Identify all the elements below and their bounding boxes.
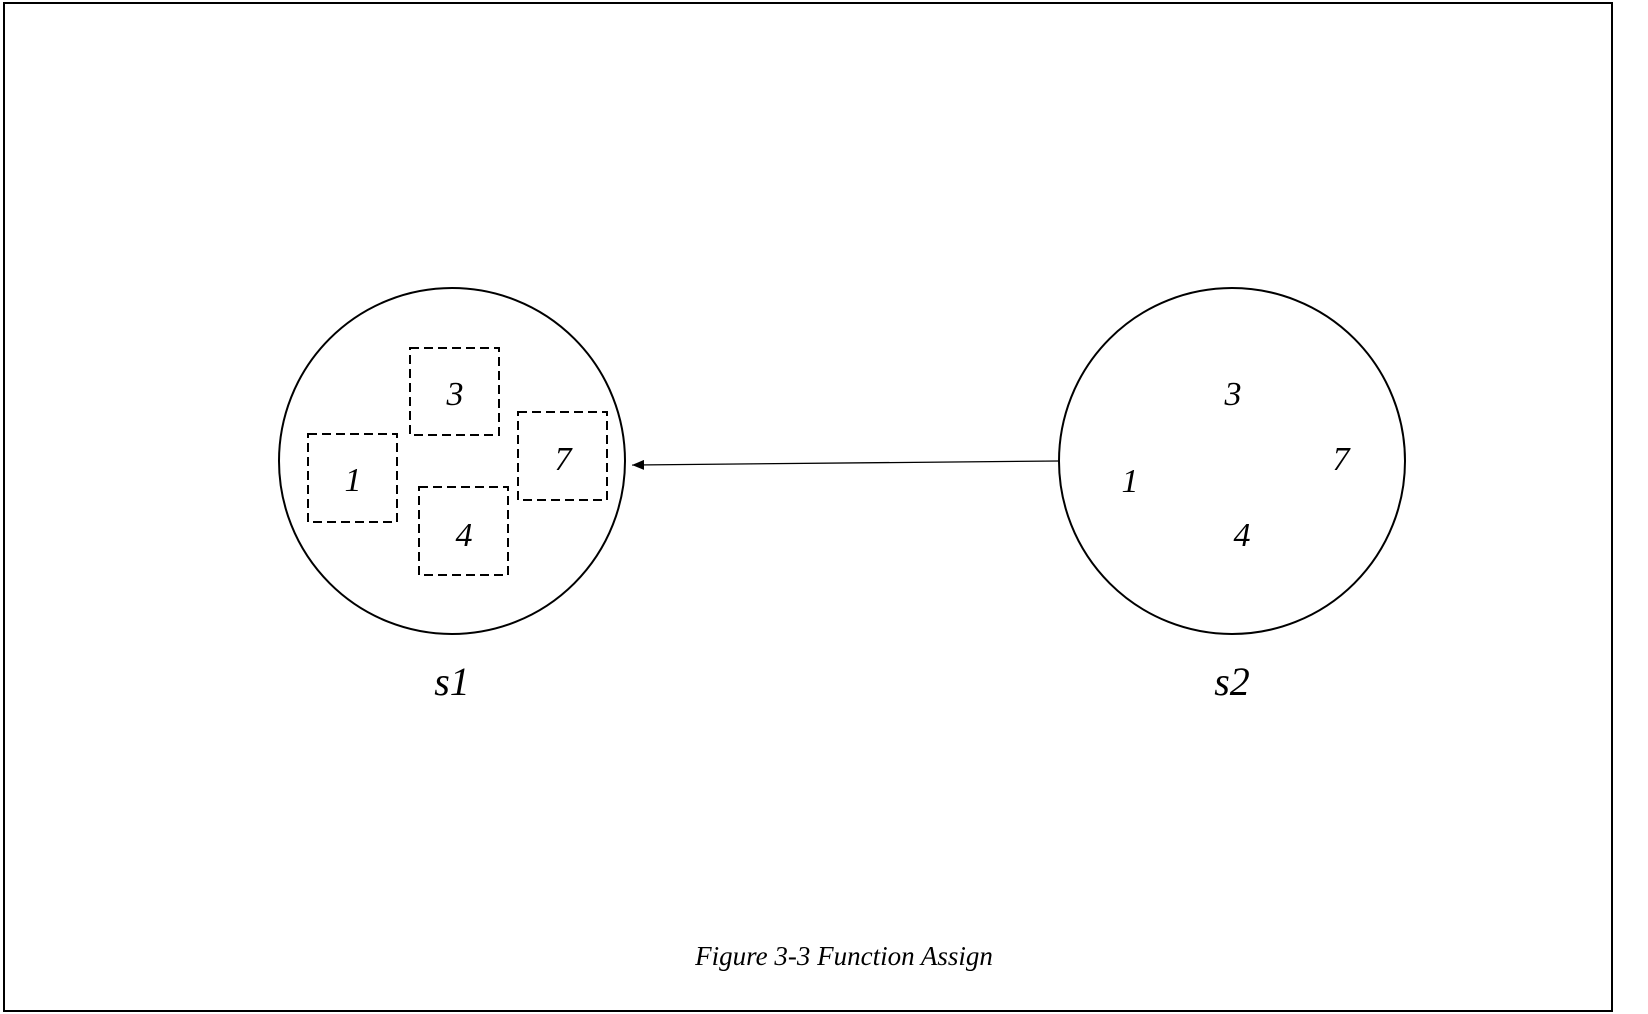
node-label-s2-7: 7	[1333, 441, 1352, 478]
node-label-s2-1: 1	[1122, 463, 1139, 500]
set-s1-circle	[278, 287, 626, 635]
node-label-s2-3: 3	[1224, 376, 1242, 413]
set-s2-circle	[1058, 287, 1406, 635]
node-label-s1-4: 4	[456, 517, 473, 554]
node-label-s1-1: 1	[345, 462, 362, 499]
box-n7-s1	[517, 411, 608, 501]
figure-frame	[3, 2, 1613, 1012]
figure-caption: Figure 3-3 Function Assign	[694, 941, 993, 971]
box-n1-s1	[307, 433, 398, 523]
mapping-arrow	[631, 459, 1060, 470]
set-label-s2: s2	[1214, 659, 1250, 704]
box-n3-s1	[409, 347, 500, 436]
node-label-s1-7: 7	[555, 441, 574, 478]
set-label-s1: s1	[434, 659, 470, 704]
box-n4-s1	[418, 486, 509, 576]
node-label-s1-3: 3	[446, 376, 464, 413]
node-label-s2-4: 4	[1234, 517, 1251, 554]
